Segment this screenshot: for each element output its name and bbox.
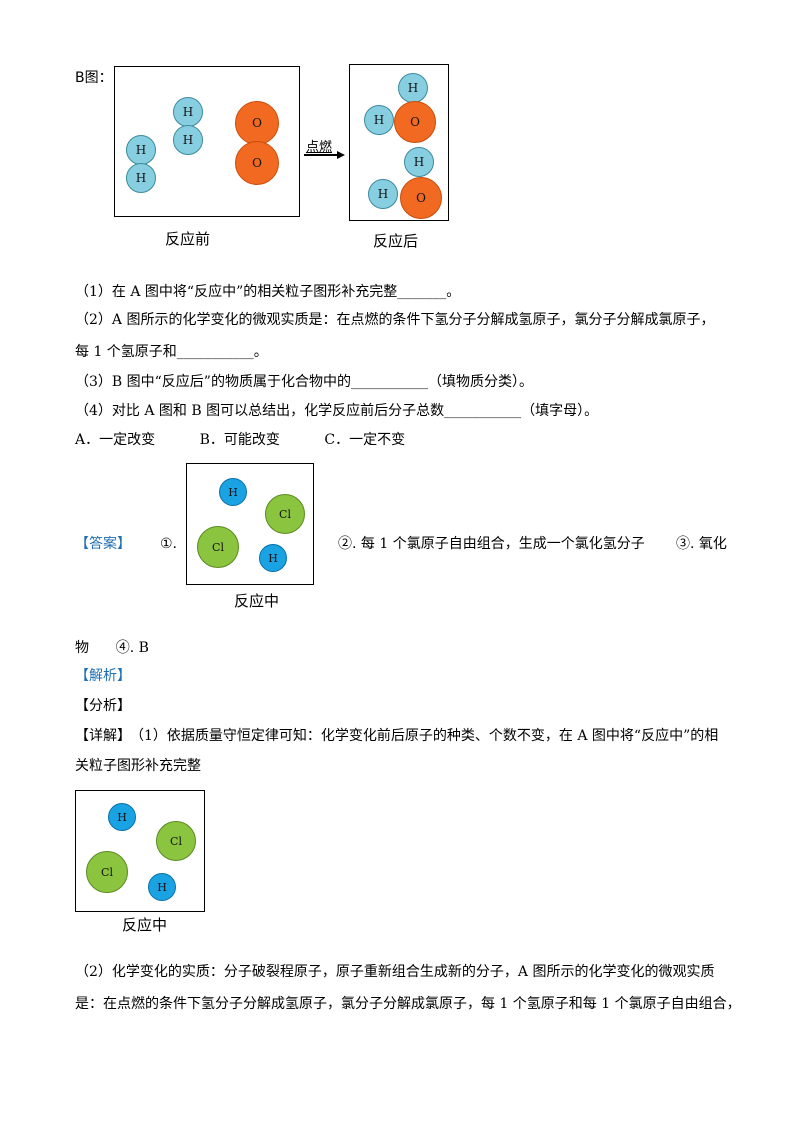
hydrogen-atom: H: [173, 97, 203, 127]
answer-reaction-box: H Cl Cl H: [186, 463, 314, 585]
figure-b-label: B图：: [75, 70, 113, 86]
before-reaction-box: H H H H O O: [114, 66, 300, 217]
answer-line-2: 物 ④. B: [75, 640, 149, 656]
oxygen-atom: O: [394, 101, 436, 143]
question-4: （4）对比 A 图和 B 图可以总结出，化学反应前后分子总数__________…: [75, 403, 599, 419]
question-2-line1: （2）A 图所示的化学变化的微观实质是：在点燃的条件下氢分子分解成氢原子，氯分子…: [75, 312, 715, 328]
after-caption: 反应后: [373, 232, 419, 250]
question-3: （3）B 图中“反应后”的物质属于化合物中的___________（填物质分类）…: [75, 374, 533, 390]
answer-part-3: ③. 氧化: [676, 536, 727, 552]
answer-label: 【答案】: [75, 536, 131, 552]
analysis-label: 【解析】: [75, 668, 131, 684]
chlorine-atom: Cl: [197, 526, 239, 568]
hydrogen-atom: H: [398, 73, 428, 103]
before-caption: 反应前: [165, 230, 211, 248]
question-4-options: A．一定改变 B．可能改变 C．一定不变: [75, 432, 406, 448]
arrow-head-icon: [337, 150, 345, 159]
oxygen-atom: O: [400, 177, 442, 219]
answer-part-1-marker: ①.: [160, 536, 178, 552]
chlorine-atom: Cl: [265, 494, 305, 534]
chlorine-atom: Cl: [86, 851, 128, 893]
hydrogen-atom: H: [108, 803, 136, 831]
xiangjie-label: 【详解】: [75, 728, 131, 744]
hydrogen-atom: H: [126, 163, 156, 193]
hydrogen-atom: H: [148, 873, 176, 901]
hydrogen-atom: H: [368, 179, 398, 209]
hydrogen-atom: H: [404, 147, 434, 177]
oxygen-atom: O: [235, 101, 279, 145]
analysis-p2-line-1: （2）化学变化的实质：分子破裂程原子，原子重新组合生成新的分子，A 图所示的化学…: [75, 964, 715, 980]
hydrogen-atom: H: [126, 135, 156, 165]
answer-part-2: ②. 每 1 个氯原子自由组合，生成一个氯化氢分子: [338, 536, 645, 552]
question-2-line2: 每 1 个氢原子和___________。: [75, 344, 268, 360]
xiangjie-line-2: 关粒子图形补充完整: [75, 758, 201, 774]
hydrogen-atom: H: [219, 478, 247, 506]
hydrogen-atom: H: [173, 125, 203, 155]
xiangjie-line-1: （1）依据质量守恒定律可知：化学变化前后原子的种类、个数不变，在 A 图中将“反…: [130, 728, 719, 744]
analysis-diagram-caption: 反应中: [122, 916, 168, 934]
answer-diagram-caption: 反应中: [234, 592, 280, 610]
analysis-reaction-box: H Cl Cl H: [75, 790, 205, 912]
hydrogen-atom: H: [364, 105, 394, 135]
chlorine-atom: Cl: [156, 821, 196, 861]
analysis-p2-line-2: 是：在点燃的条件下氢分子分解成氢原子，氯分子分解成氯原子，每 1 个氢原子和每 …: [75, 996, 741, 1012]
reaction-arrow-line: [304, 154, 338, 156]
arrow-label: 点燃: [306, 140, 333, 155]
oxygen-atom: O: [235, 141, 279, 185]
fenxi-label: 【分析】: [75, 698, 131, 714]
hydrogen-atom: H: [259, 544, 287, 572]
after-reaction-box: H H O H H O: [349, 64, 449, 221]
question-1: （1）在 A 图中将“反应中”的相关粒子图形补充完整_______。: [75, 284, 461, 300]
